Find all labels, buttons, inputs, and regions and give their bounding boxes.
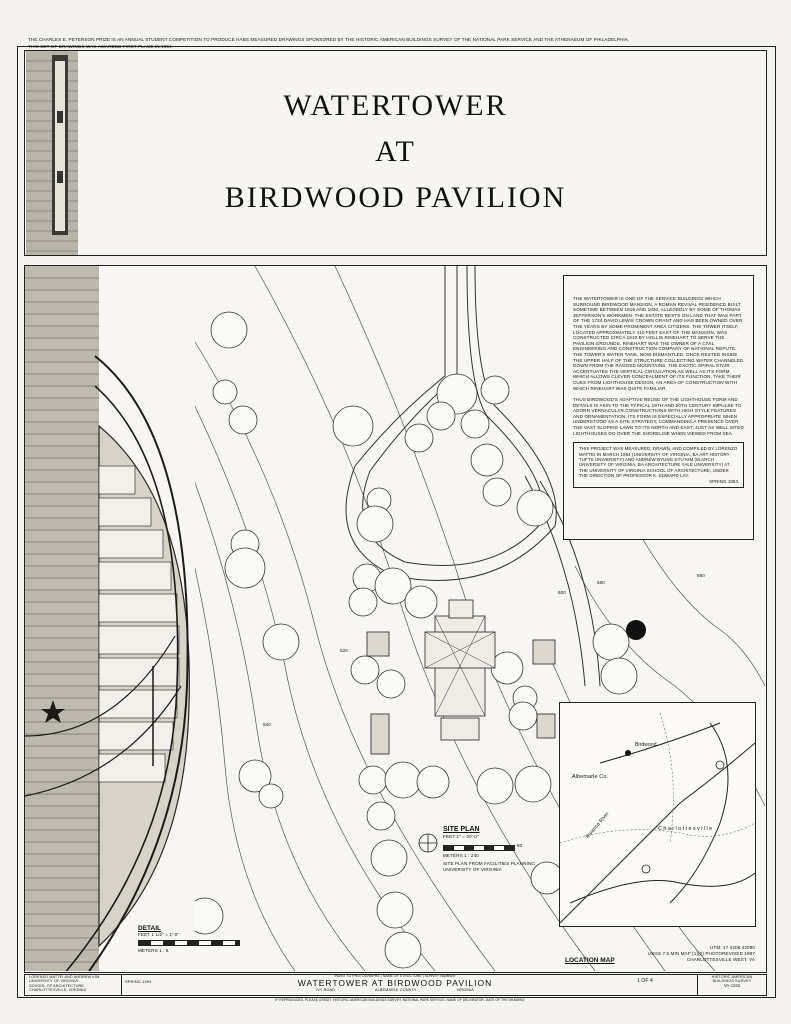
site-plan-label: SITE PLAN: [443, 826, 480, 833]
credits-box: THIS PROJECT WAS MEASURED, DRAWN, AND CO…: [573, 442, 744, 489]
block-county: ALBEMARLE COUNTY: [374, 987, 417, 992]
block-route: IVY ROAD: [316, 987, 335, 992]
school-location: CHARLOTTESVILLE, VIRGINIA: [29, 988, 87, 993]
title-block-survey: HISTORIC AMERICAN BUILDINGS SURVEY VA-11…: [697, 975, 766, 995]
drawn-by: LORENZO MATTEI AND ANDREW KIM: [29, 975, 100, 979]
detail-label: DETAIL: [138, 925, 161, 932]
tower-top-drawing: [26, 51, 78, 255]
title-block-center: INDEX TO PHOTOGRAPHS | NAME OF STRUCTURE…: [175, 974, 615, 995]
block-location: IVY ROAD ALBEMARLE COUNTY VIRGINIA: [175, 988, 615, 992]
block-state: VIRGINIA: [456, 987, 474, 992]
school-name: UNIVERSITY OF VIRGINIA: [29, 979, 78, 984]
sheet-border: [17, 46, 776, 998]
scale-meters-ratio: 1 : 240: [464, 852, 479, 858]
notes-box: THE WATERTOWER IS ONE OF THE SERVICE BUI…: [563, 275, 754, 540]
contour-label: 600: [558, 590, 566, 595]
map-utm: UTM: 17 4208 42090: [710, 945, 755, 950]
school-dept: SCHOOL OF ARCHITECTURE: [29, 983, 85, 988]
location-map-label: LOCATION MAP: [565, 957, 615, 964]
header-note: THE CHARLES E. PETERSON PRIZE IS AN ANNU…: [28, 37, 630, 42]
map-birdwood-label: Birdwood: [635, 742, 657, 748]
map-usgs: USGS 7.5 MIN MAP (1)(2) PHOTOREVISED 198…: [647, 951, 755, 956]
credits-date: SPRING 1993: [709, 478, 738, 484]
title-block-school: LORENZO MATTEI AND ANDREW KIM UNIVERSITY…: [29, 975, 122, 995]
scale-meters-label: METERS: [443, 852, 463, 858]
contour-label: 580: [697, 573, 705, 578]
title-line-2: AT: [375, 135, 416, 168]
survey-number: VA-1162: [723, 982, 741, 988]
reuse-paragraph: THUS BIRDWOOD'S ADAPTIVE REUSE OF THE LI…: [573, 397, 744, 436]
map-albemarle-label: Albemarle Co.: [572, 774, 609, 780]
scale-feet-ratio: 1" = 20'-0": [456, 834, 479, 839]
index-note: INDEX TO PHOTOGRAPHS | NAME OF STRUCTURE…: [334, 974, 456, 978]
detail-meters: METERS 1 : 8: [138, 948, 258, 954]
tower-top-illustration: [26, 51, 78, 255]
detail-feet-label: FEET: [138, 932, 151, 937]
site-plan-scale: SITE PLAN FEET 1" = 20'-0" 60 METERS 1 :…: [443, 826, 573, 872]
detail-meters-label: METERS: [138, 947, 158, 953]
title-block: LORENZO MATTEI AND ANDREW KIM UNIVERSITY…: [24, 974, 767, 996]
block-main-title: WATERTOWER AT BIRDWOOD PAVILION: [297, 977, 493, 988]
detail-meters-ratio: 1 : 8: [159, 947, 169, 953]
detail-feet-ratio: 1 1/2" = 1'-0": [151, 932, 180, 937]
location-map-drawing: [559, 712, 756, 924]
detail-scale: DETAIL FEET 1 1/2" = 1'-0" METERS 1 : 8: [138, 925, 258, 953]
location-map-caption: LOCATION MAP: [565, 930, 755, 964]
site-plan-meters: METERS 1 : 240: [443, 853, 573, 859]
survey-line-2: BUILDINGS SURVEY: [712, 979, 752, 984]
site-plan-feet: FEET 1" = 20'-0": [443, 834, 573, 840]
survey-line-1: HISTORIC AMERICAN: [711, 975, 753, 979]
map-quad: CHARLOTTESVILLE WEST, VA: [686, 957, 755, 962]
tower-stair-drawing: [25, 266, 190, 971]
detail-scale-bar: [138, 939, 240, 946]
contour-label: 540: [263, 722, 271, 727]
title-block-date: SPRING 1993: [125, 979, 152, 984]
watertower-marker: [626, 620, 646, 640]
contour-label: 560: [597, 580, 605, 585]
location-map: Birdwood Albemarle Co. Charlottesville R…: [559, 702, 756, 927]
sheet-number: 1 OF 4: [637, 978, 653, 984]
map-charlottesville-label: Charlottesville: [658, 826, 714, 832]
site-plan-scale-bar: 60: [443, 842, 573, 851]
site-plan-source: SITE PLAN FROM FACILITIES PLANNING UNIVE…: [443, 861, 535, 872]
credits-text: THIS PROJECT WAS MEASURED, DRAWN, AND CO…: [579, 446, 738, 479]
scale-feet-label: FEET: [443, 834, 456, 839]
title-line-1: WATERTOWER: [283, 89, 508, 122]
history-paragraph: THE WATERTOWER IS ONE OF THE SERVICE BUI…: [573, 296, 744, 391]
reproduction-note: IF REPRODUCED, PLEASE CREDIT: HISTORIC A…: [275, 998, 525, 1002]
header-award-note: THIS SET OF DRAWINGS WAS AWARDED FIRST P…: [28, 44, 174, 49]
title-panel: WATERTOWER AT BIRDWOOD PAVILION: [24, 50, 767, 256]
detail-feet: FEET 1 1/2" = 1'-0": [138, 932, 258, 938]
site-plan-drawing: [195, 266, 765, 971]
scale-feet-end: 60: [517, 842, 523, 848]
title-line-3: BIRDWOOD PAVILION: [224, 181, 567, 214]
contour-label: 520: [340, 648, 348, 653]
